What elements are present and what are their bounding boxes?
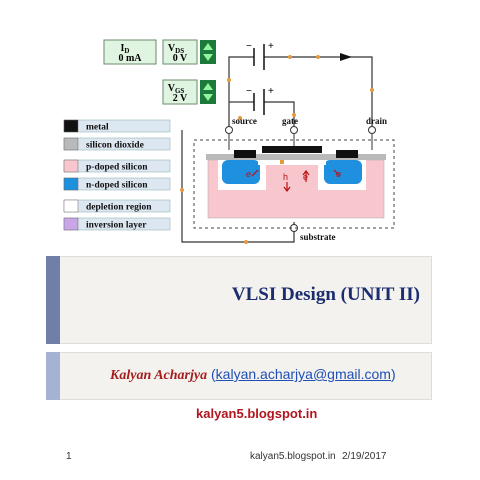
author-email-link[interactable]: kalyan.acharjya@gmail.com	[215, 366, 391, 382]
svg-text:VGS: VGS	[168, 83, 185, 95]
author-line: Kalyan Acharjya (kalyan.acharjya@gmail.c…	[110, 366, 396, 384]
terminal-pins	[225, 126, 376, 232]
legend-swatch-2	[63, 159, 79, 173]
vds-sub: DS	[175, 47, 184, 55]
vgs-stepper[interactable]	[200, 80, 216, 104]
id-sub: D	[124, 47, 129, 55]
open-paren: (	[211, 366, 216, 382]
vgs-down-arrow-icon[interactable]	[203, 94, 213, 101]
vgs-up-arrow-icon[interactable]	[203, 83, 213, 90]
legend-swatch-5	[63, 217, 79, 231]
title-accent-bar	[46, 256, 60, 344]
legend-swatch-3	[63, 177, 79, 191]
vds-value: 0 V	[173, 53, 188, 64]
vds-battery-icon	[253, 44, 265, 70]
vds-up-arrow-icon[interactable]	[203, 43, 213, 50]
vgs-plus-sign: +	[268, 86, 274, 97]
mosfet-schematic: ID 0 mA VDS 0 V VGS 2 V	[63, 39, 395, 244]
title-text-wrap: VLSI Design (UNIT II)	[46, 256, 432, 344]
vgs-battery-icon	[253, 89, 265, 115]
legend-label-3: n-doped silicon	[86, 181, 148, 191]
gate-label: gate	[282, 116, 298, 126]
vds-minus-sign: −	[246, 41, 252, 52]
svg-text:VDS: VDS	[168, 43, 184, 55]
vgs-sub: GS	[175, 87, 184, 95]
svg-text:ID: ID	[121, 43, 130, 55]
wire-nodes	[180, 55, 374, 244]
source-label: source	[232, 116, 257, 126]
vgs-label: V	[168, 83, 176, 94]
id-value: 0 mA	[118, 53, 142, 64]
substrate-label: substrate	[300, 232, 336, 242]
mosfet-cross-section	[206, 134, 386, 219]
legend-row-0	[63, 119, 171, 133]
footer-date: 2/19/2017	[342, 451, 387, 462]
title-panel	[46, 256, 432, 344]
vds-plus-sign: +	[268, 41, 274, 52]
footer-page-number: 1	[66, 451, 72, 462]
blog-link[interactable]: kalyan5.blogspot.in	[196, 406, 318, 421]
legend-label-0: metal	[86, 123, 109, 133]
footer-site: kalyan5.blogspot.in	[250, 451, 336, 462]
legend-label-1: silicon dioxide	[86, 141, 144, 151]
author-panel	[46, 352, 432, 400]
carrier-arrow-icons	[251, 169, 341, 192]
vds-down-arrow-icon[interactable]	[203, 54, 213, 61]
electron-label-left: e	[246, 169, 251, 179]
legend-label-4: depletion region	[86, 203, 152, 213]
vgs-readout: VGS 2 V	[162, 79, 198, 105]
slide-title: VLSI Design (UNIT II)	[231, 284, 420, 305]
legend-label-2: p-doped silicon	[86, 163, 148, 173]
vgs-minus-sign: −	[246, 86, 252, 97]
vds-stepper[interactable]	[200, 40, 216, 64]
id-label: I	[121, 43, 125, 54]
author-name: Kalyan Acharjya	[110, 368, 208, 383]
legend-label-5: inversion layer	[86, 221, 147, 231]
vds-label: V	[168, 43, 176, 54]
id-readout: ID 0 mA	[103, 39, 157, 65]
author-accent-bar	[46, 352, 60, 400]
drain-label: drain	[366, 116, 387, 126]
legend-swatch-0	[63, 119, 79, 133]
legend-swatch-1	[63, 137, 79, 151]
vgs-value: 2 V	[173, 93, 188, 104]
legend: metal silicon dioxide p-doped silicon n-dop…	[63, 119, 171, 231]
hole-label: h	[283, 172, 288, 182]
legend-swatch-4	[63, 199, 79, 213]
close-paren: )	[390, 366, 396, 382]
vds-readout: VDS 0 V	[162, 39, 198, 65]
drain-current-arrow-icon	[340, 53, 352, 61]
